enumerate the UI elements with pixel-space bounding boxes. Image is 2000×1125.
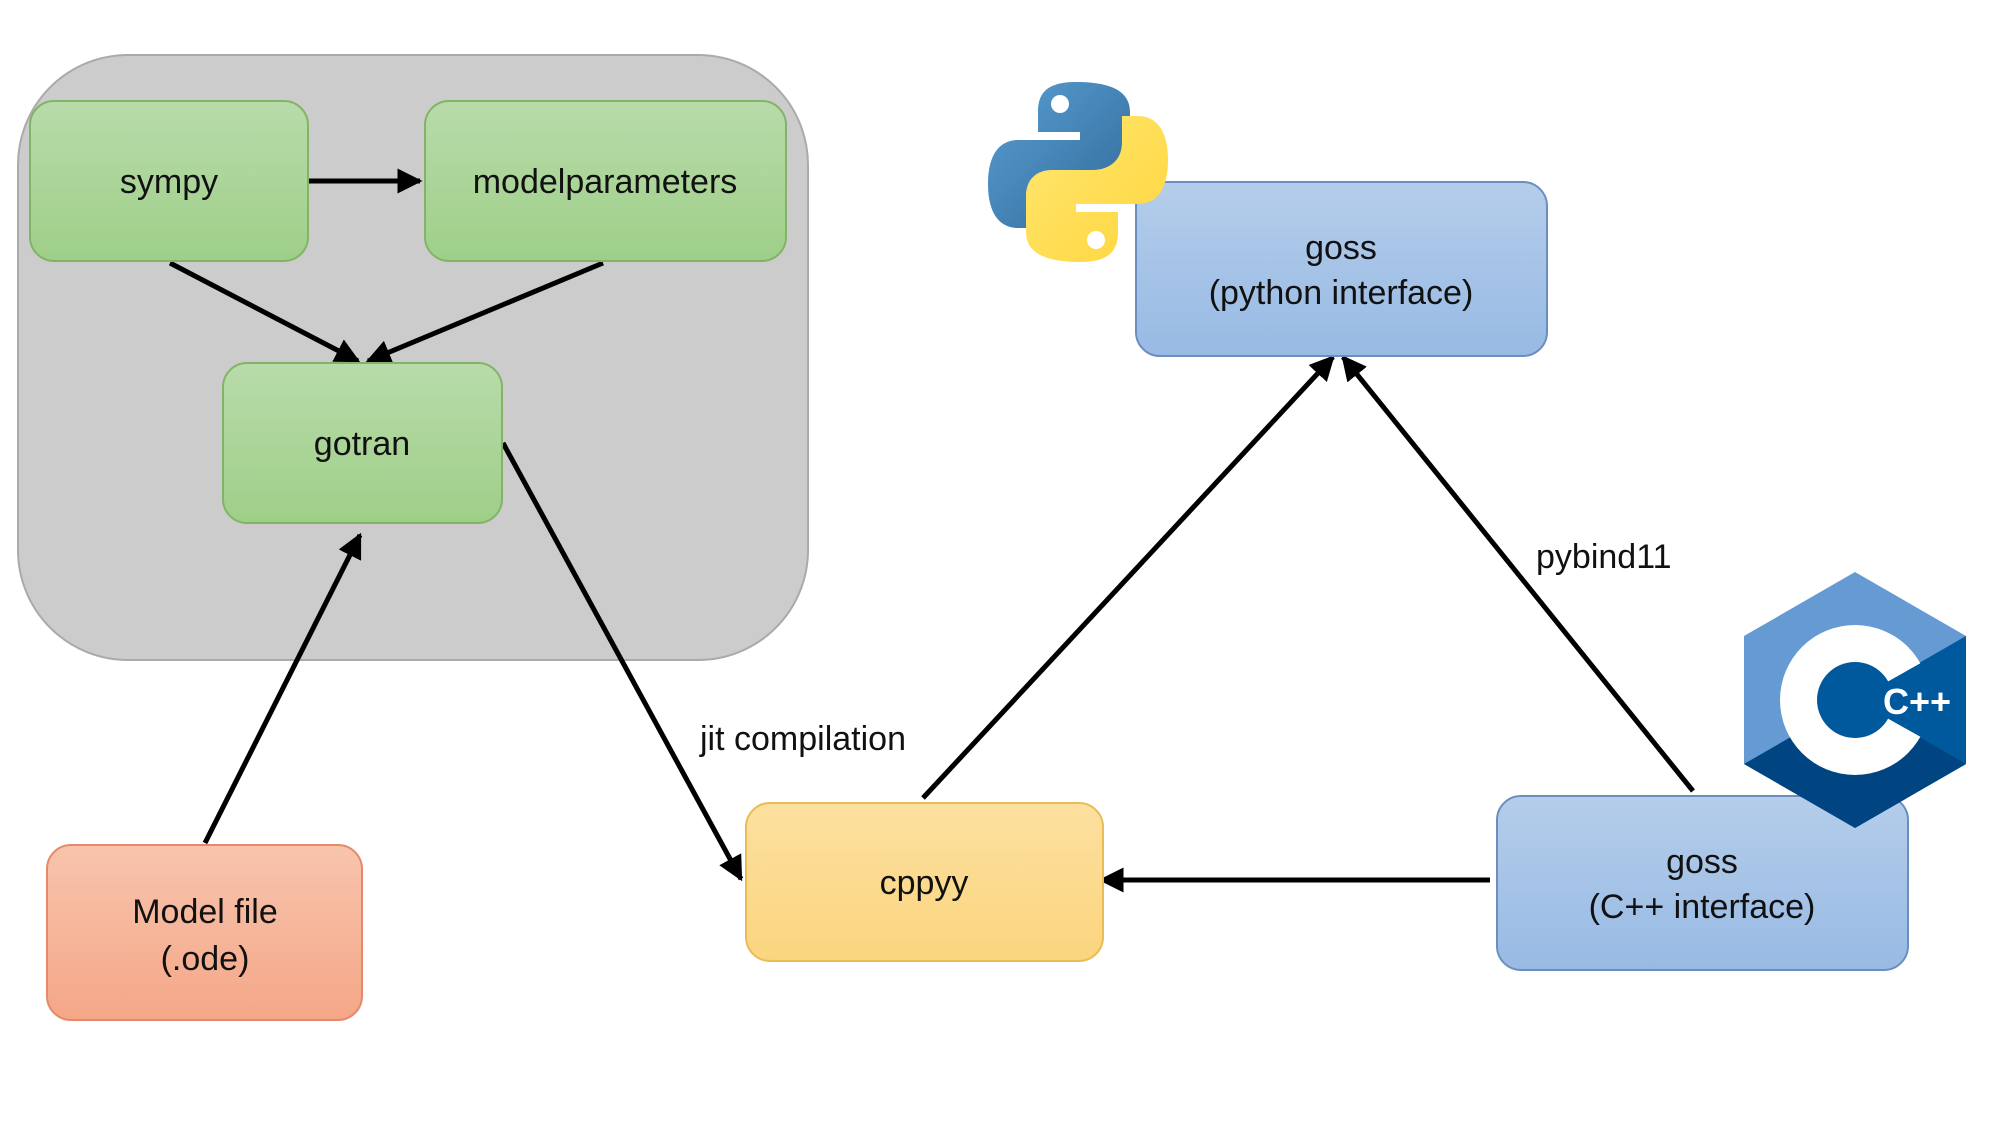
node-model-file[interactable]: Model file (.ode) bbox=[46, 844, 363, 1021]
node-gotran-label: gotran bbox=[314, 425, 410, 463]
node-model-file-line1: Model file bbox=[132, 893, 278, 931]
edge-modelparameters-to-gotran bbox=[365, 260, 604, 364]
cpp-logo-icon: C++ bbox=[1744, 572, 1966, 828]
edge-label-jit-compilation: jit compilation bbox=[699, 720, 906, 758]
node-goss-python[interactable]: goss (python interface) bbox=[1135, 181, 1548, 357]
cpp-logo-text: C++ bbox=[1883, 681, 1951, 722]
node-goss-python-line1: goss bbox=[1305, 229, 1377, 267]
edge-gotran-to-cppyy bbox=[500, 441, 744, 882]
edges bbox=[168, 168, 1695, 893]
node-goss-python-line2: (python interface) bbox=[1209, 274, 1474, 312]
edge-label-pybind11: pybind11 bbox=[1536, 538, 1672, 576]
node-goss-cpp-line1: goss bbox=[1666, 843, 1738, 881]
edge-cppyy-to-goss-python bbox=[921, 355, 1335, 800]
node-goss-cpp-line2: (C++ interface) bbox=[1589, 888, 1816, 926]
node-gotran[interactable]: gotran bbox=[222, 362, 503, 524]
edge-sympy-to-gotran bbox=[168, 260, 361, 364]
edge-goss-cpp-to-goss-python bbox=[1341, 355, 1695, 793]
node-goss-cpp[interactable]: goss (C++ interface) bbox=[1496, 795, 1909, 971]
node-modelparameters[interactable]: modelparameters bbox=[424, 100, 787, 262]
node-cppyy[interactable]: cppyy bbox=[745, 802, 1104, 962]
node-sympy[interactable]: sympy bbox=[29, 100, 309, 262]
python-logo-icon bbox=[988, 82, 1168, 262]
node-cppyy-label: cppyy bbox=[880, 864, 969, 902]
node-modelparameters-label: modelparameters bbox=[473, 163, 738, 201]
node-model-file-line2: (.ode) bbox=[161, 940, 250, 978]
edge-modelfile-to-gotran bbox=[202, 532, 363, 845]
node-sympy-label: sympy bbox=[120, 163, 218, 201]
